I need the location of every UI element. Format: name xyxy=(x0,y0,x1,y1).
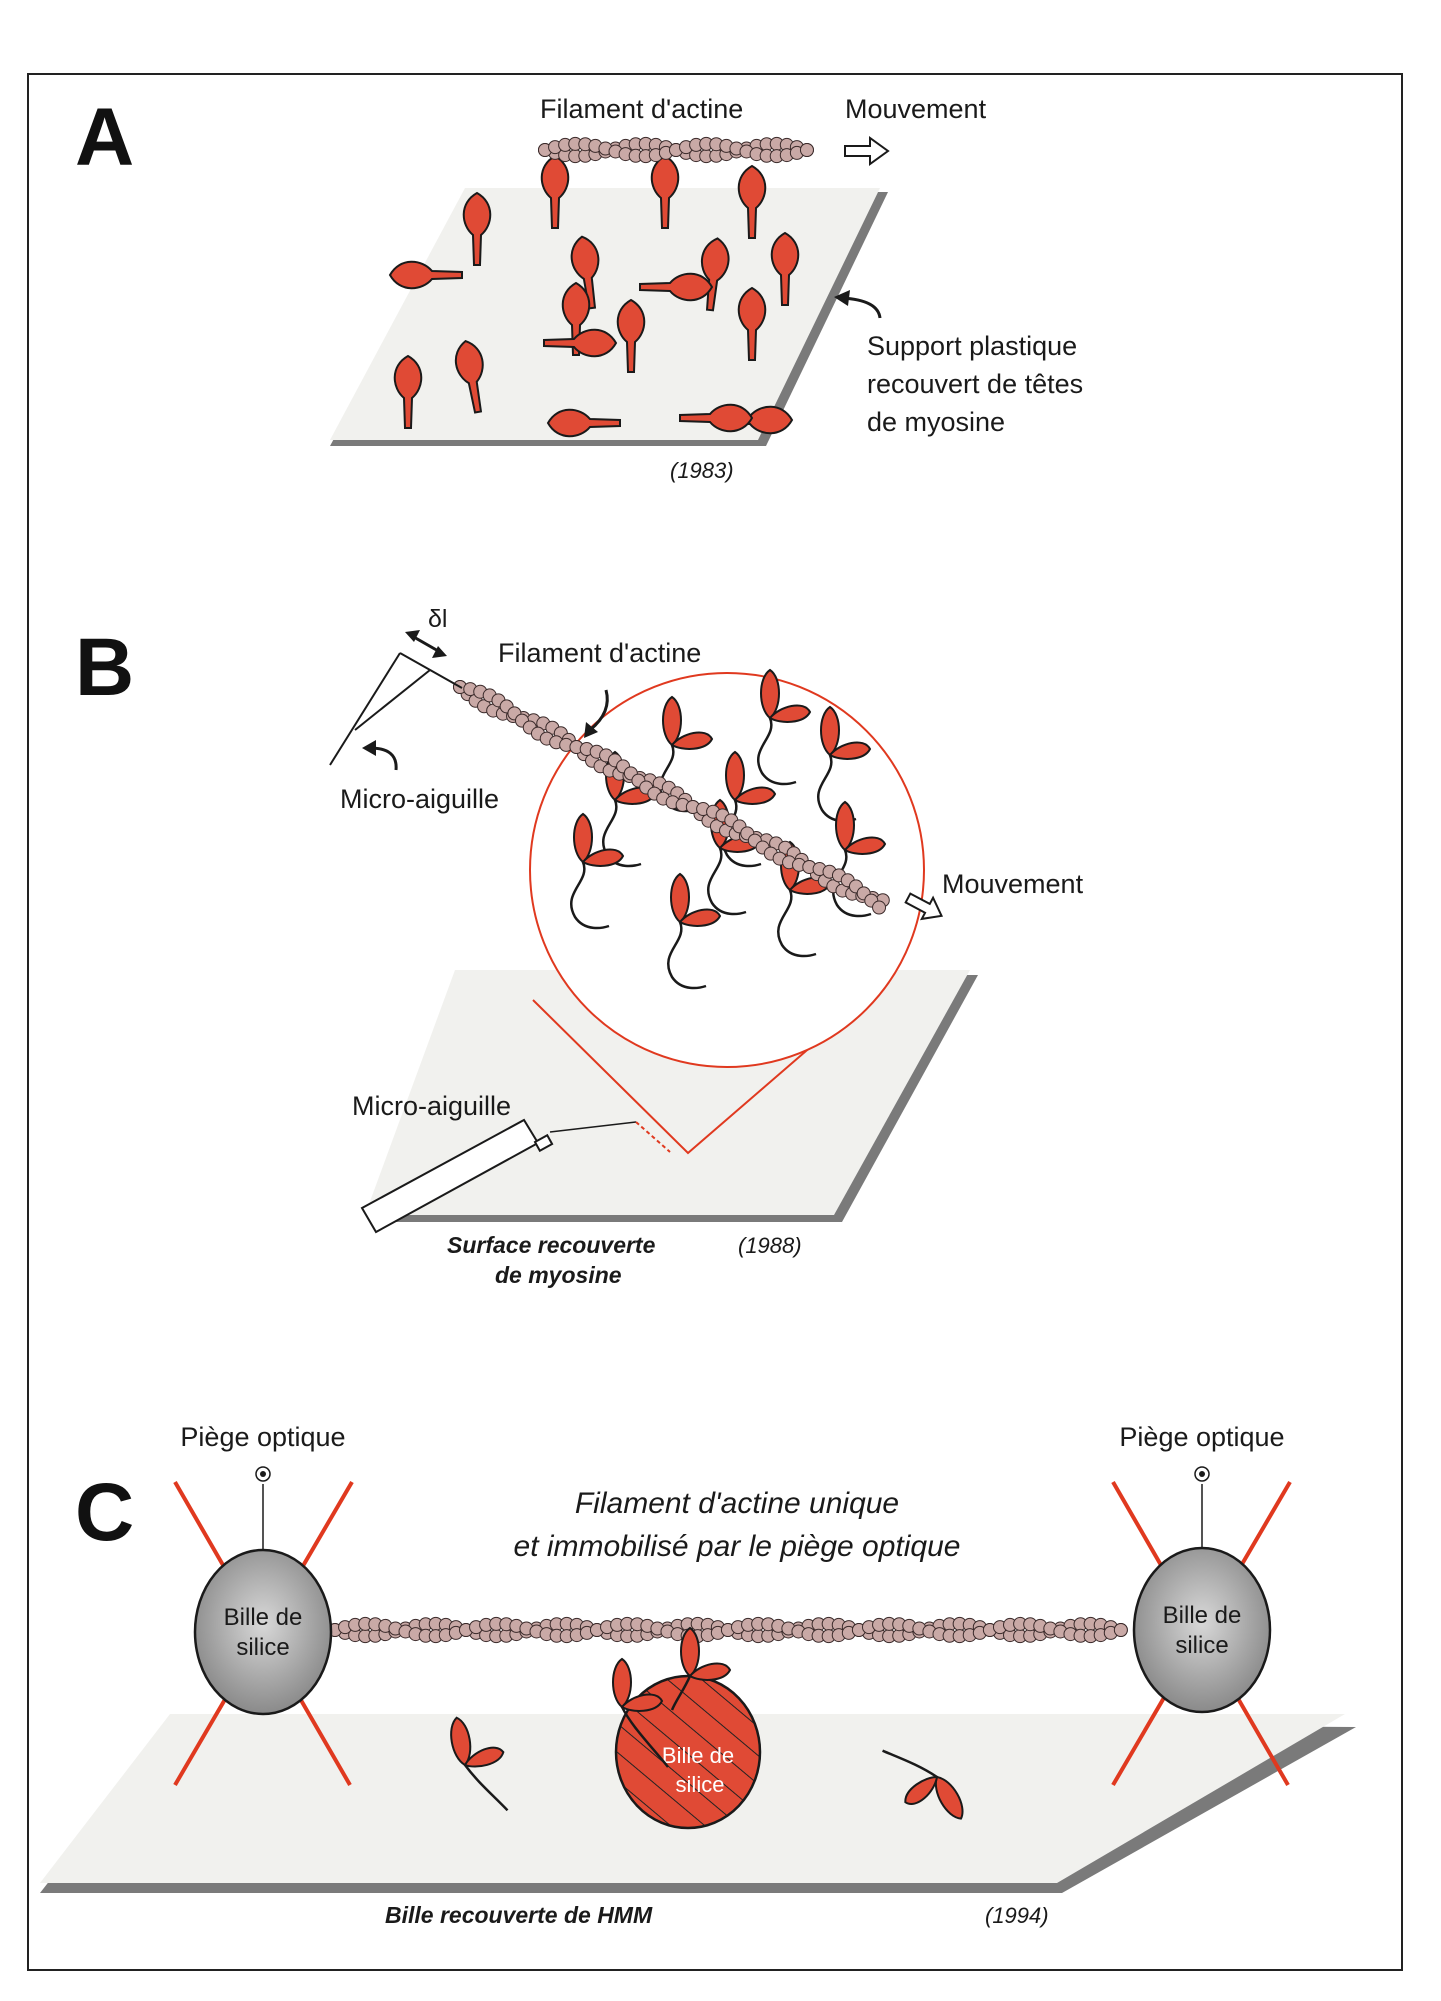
panel-b-micro-needle-top xyxy=(329,652,463,766)
myosin-head xyxy=(454,339,484,414)
myosin-head xyxy=(737,164,767,239)
bead-right-label-2: silice xyxy=(1175,1632,1228,1659)
actin-monomer xyxy=(1113,1623,1128,1637)
bead-right: Bille de silice xyxy=(1132,1546,1272,1714)
bead-center-label-1: Bille de xyxy=(662,1743,734,1768)
bead-center-label-2: silice xyxy=(676,1772,725,1797)
myosin-head xyxy=(679,403,754,433)
myosin-dimer xyxy=(569,812,625,930)
panel-a-support-label-2: recouvert de têtes xyxy=(867,369,1083,399)
optical-trap-left-icon xyxy=(255,1466,271,1550)
panel-b-surface-label-1: Surface recouverte xyxy=(447,1232,656,1258)
delta-l-double-arrow-icon xyxy=(405,630,447,658)
panel-c-hmm-molecules xyxy=(450,1626,964,1820)
panel-b-needle-label-bottom: Micro-aiguille xyxy=(352,1091,511,1121)
panel-b-letter: B xyxy=(75,622,134,713)
panel-c: C Bille de silice Bille de silice xyxy=(40,1422,1356,1928)
myosin-head xyxy=(719,405,794,435)
panel-b-filament-label: Filament d'actine xyxy=(498,638,701,668)
panel-a-actin-filament xyxy=(538,136,814,164)
bead-right-label-1: Bille de xyxy=(1163,1602,1242,1629)
panel-b-surface-label-2: de myosine xyxy=(495,1262,622,1288)
panel-b-micro-needle-holder xyxy=(360,1118,671,1234)
myosin-head xyxy=(462,191,492,266)
panel-b-movement-arrow-icon xyxy=(904,892,944,921)
panel-b-year: (1988) xyxy=(738,1233,802,1258)
panel-c-letter: C xyxy=(75,1467,134,1558)
myosin-head xyxy=(561,281,591,356)
myosin-dimer xyxy=(670,1626,732,1711)
panel-c-actin-filament xyxy=(328,1616,1128,1644)
myosin-dimer xyxy=(756,668,812,786)
panel-b-myosin-molecules xyxy=(569,668,887,990)
myosin-head xyxy=(639,272,714,302)
myosin-dimer xyxy=(831,800,887,918)
panel-a-filament-label: Filament d'actine xyxy=(540,94,743,124)
myosin-head xyxy=(737,286,767,361)
myosin-dimer xyxy=(612,1657,669,1768)
panel-c-caption-2: et immobilisé par le piège optique xyxy=(514,1530,961,1563)
panel-c-year: (1994) xyxy=(985,1903,1049,1928)
panel-a-support-label-3: de myosine xyxy=(867,407,1005,437)
filament-pointer-arrow-icon xyxy=(589,689,609,732)
trap-label-left: Piège optique xyxy=(180,1422,345,1452)
panel-b-actin-filament xyxy=(453,680,890,915)
myosin-head xyxy=(616,298,646,373)
panel-a-myosin-heads xyxy=(388,154,800,438)
bead-left-label-1: Bille de xyxy=(224,1604,303,1631)
panel-a-movement-label: Mouvement xyxy=(845,94,987,124)
figure-frame xyxy=(27,73,1403,1971)
bead-left: Bille de silice xyxy=(193,1548,333,1716)
panel-c-caption-1: Filament d'actine unique xyxy=(575,1487,899,1520)
myosin-dimer xyxy=(666,872,722,990)
panel-b: B δl Filament d'actine xyxy=(75,605,1084,1288)
panel-b-movement-label: Mouvement xyxy=(942,869,1084,899)
myosin-dimer xyxy=(450,1716,509,1812)
movement-arrow-icon xyxy=(844,136,890,166)
myosin-head xyxy=(546,408,621,438)
myosin-head xyxy=(388,260,463,290)
myosin-dimer xyxy=(882,1749,964,1820)
bead-left-label-2: silice xyxy=(236,1634,289,1661)
myosin-head xyxy=(770,231,800,306)
myosin-head xyxy=(393,354,423,429)
panel-b-needle-label-top: Micro-aiguille xyxy=(340,784,499,814)
panel-a-support-label-1: Support plastique xyxy=(867,331,1077,361)
myosin-head xyxy=(543,328,618,358)
panel-a-year: (1983) xyxy=(670,458,734,483)
optical-trap-right-icon xyxy=(1194,1466,1210,1548)
panel-a: A Filament d'actine Mouvement Support pl… xyxy=(75,92,1083,483)
panel-a-plastic-support xyxy=(330,188,888,446)
trap-label-right: Piège optique xyxy=(1119,1422,1284,1452)
panel-c-surface-label: Bille recouverte de HMM xyxy=(385,1902,653,1928)
panel-a-letter: A xyxy=(75,92,134,183)
panel-b-delta-label: δl xyxy=(428,605,447,633)
bead-center-hmm: Bille de silice xyxy=(614,1674,762,1830)
actin-monomer xyxy=(799,143,814,157)
myosin-head xyxy=(570,235,600,310)
actin-monomer xyxy=(872,900,887,915)
